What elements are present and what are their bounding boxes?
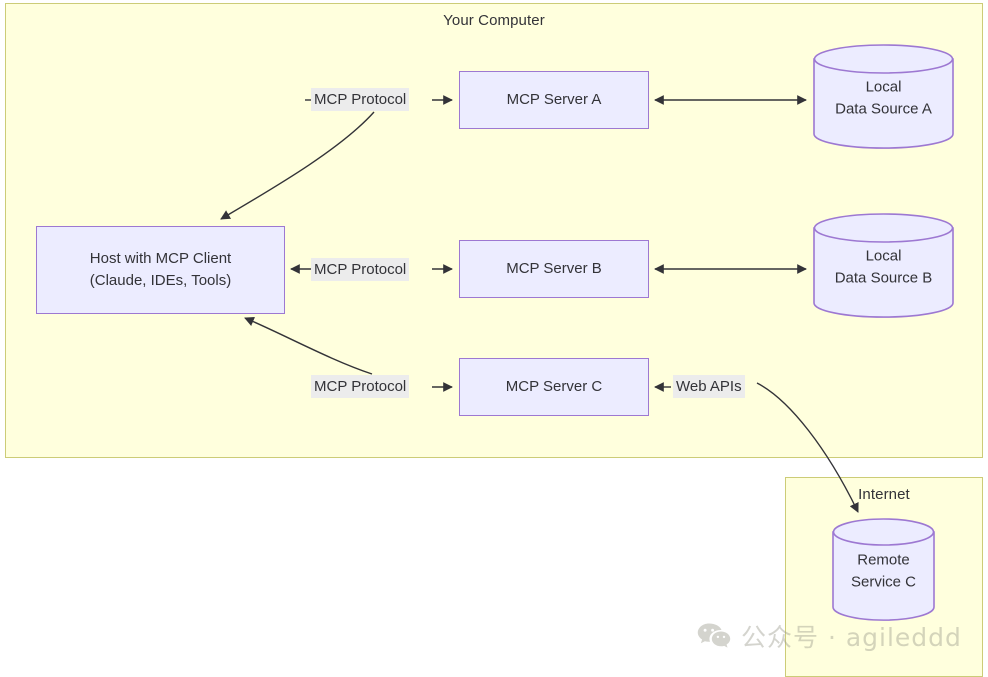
node-mcp-server-c[interactable]: MCP Server C	[459, 358, 649, 416]
node-host-line2: (Claude, IDEs, Tools)	[89, 272, 232, 289]
node-host-with-mcp-client[interactable]: Host with MCP Client (Claude, IDEs, Tool…	[36, 226, 285, 314]
wechat-icon	[697, 623, 731, 648]
cylinder-shape-icon	[813, 213, 954, 318]
node-mcp-server-a[interactable]: MCP Server A	[459, 71, 649, 129]
group-your-computer-title: Your Computer	[443, 12, 545, 29]
edge-label-mcp-protocol-c: MCP Protocol	[311, 375, 410, 398]
node-host-line1: Host with MCP Client	[89, 250, 232, 268]
node-server-c-label: MCP Server C	[505, 378, 603, 396]
node-local-data-source-b[interactable]: Local Data Source B	[813, 213, 954, 318]
edge-label-web-apis: Web APIs	[673, 375, 745, 398]
node-local-data-source-a[interactable]: Local Data Source A	[813, 44, 954, 149]
group-internet-title: Internet	[858, 486, 910, 503]
edge-label-mcp-protocol-a: MCP Protocol	[311, 88, 410, 111]
node-remote-service-c[interactable]: Remote Service C	[832, 518, 935, 621]
cylinder-shape-icon	[832, 518, 935, 621]
edge-label-mcp-protocol-b: MCP Protocol	[311, 258, 410, 281]
node-server-a-label: MCP Server A	[506, 91, 602, 109]
cylinder-shape-icon	[813, 44, 954, 149]
node-server-b-label: MCP Server B	[506, 260, 602, 278]
node-mcp-server-b[interactable]: MCP Server B	[459, 240, 649, 298]
